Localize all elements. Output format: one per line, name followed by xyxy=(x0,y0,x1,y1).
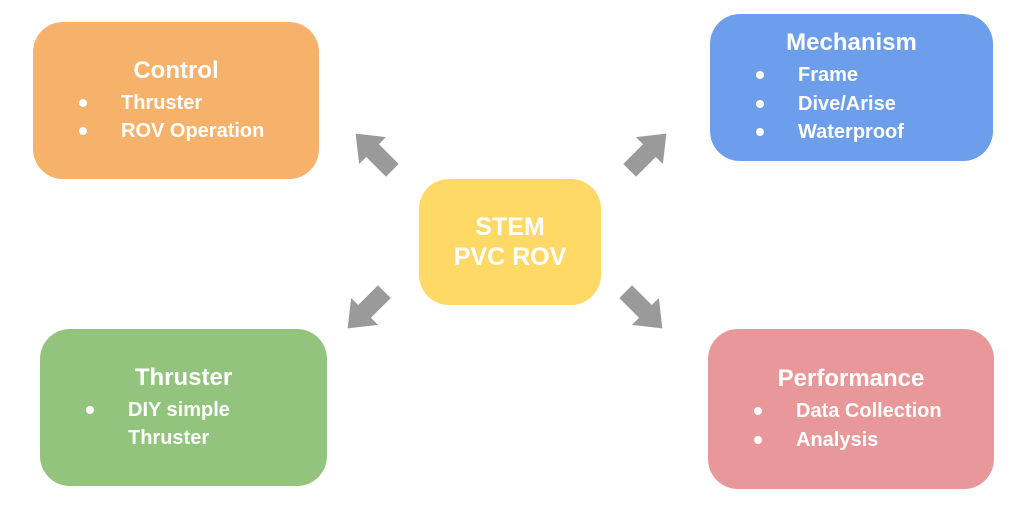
bullet-icon xyxy=(79,98,87,107)
block-arrow-down-right-icon xyxy=(612,278,676,342)
list-item-text: Dive/Arise xyxy=(798,92,896,115)
bullet-icon xyxy=(756,99,764,108)
arrow-shape xyxy=(355,133,399,177)
node-control-title: Control xyxy=(133,56,219,84)
list-item-text: DIY simple Thruster xyxy=(128,398,230,449)
list-item-text: Frame xyxy=(798,64,859,87)
bullet-icon xyxy=(756,71,764,80)
list-item: ROV Operation xyxy=(79,117,319,145)
block-arrow-up-left-icon xyxy=(342,120,406,184)
list-item: Waterproof xyxy=(756,118,993,146)
arrow-shape xyxy=(623,133,667,177)
list-item: Analysis xyxy=(754,426,994,454)
node-thruster-list: DIY simple Thruster xyxy=(40,396,327,453)
list-item: Frame xyxy=(756,61,993,89)
list-item-text: Analysis xyxy=(796,428,879,451)
list-item-text: ROV Operation xyxy=(121,120,265,142)
node-mechanism-list: Frame Dive/Arise Waterproof xyxy=(710,61,993,146)
list-item-text: Waterproof xyxy=(798,121,904,144)
center-title-line: STEM xyxy=(475,212,545,241)
node-mechanism-title: Mechanism xyxy=(786,29,917,57)
bullet-icon xyxy=(86,405,94,414)
bullet-icon xyxy=(756,128,764,137)
node-performance-title: Performance xyxy=(777,365,925,393)
list-item: DIY simple Thruster xyxy=(86,396,327,453)
node-performance-list: Data Collection Analysis xyxy=(708,397,994,454)
arrow-shape xyxy=(619,285,663,329)
center-title-line: PVC ROV xyxy=(453,243,567,271)
node-mechanism: Mechanism Frame Dive/Arise Waterproof xyxy=(710,14,993,161)
list-item-text: Data Collection xyxy=(796,400,942,423)
list-item: Data Collection xyxy=(754,397,994,425)
arrow-shape xyxy=(347,285,391,329)
bullet-icon xyxy=(754,407,762,416)
bullet-icon xyxy=(79,127,87,135)
block-arrow-down-left-icon xyxy=(334,278,398,342)
node-thruster-title: Thruster xyxy=(134,363,233,391)
node-control: Control Thruster ROV Operation xyxy=(33,22,319,179)
block-arrow-up-right-icon xyxy=(616,120,680,184)
node-thruster: Thruster DIY simple Thruster xyxy=(40,329,327,486)
node-performance: Performance Data Collection Analysis xyxy=(708,329,994,489)
node-control-list: Thruster ROV Operation xyxy=(33,89,319,146)
node-center: STEM PVC ROV xyxy=(419,179,601,305)
list-item: Dive/Arise xyxy=(756,90,993,118)
list-item: Thruster xyxy=(79,89,319,117)
bullet-icon xyxy=(754,435,762,444)
list-item-text: Thruster xyxy=(121,91,203,114)
